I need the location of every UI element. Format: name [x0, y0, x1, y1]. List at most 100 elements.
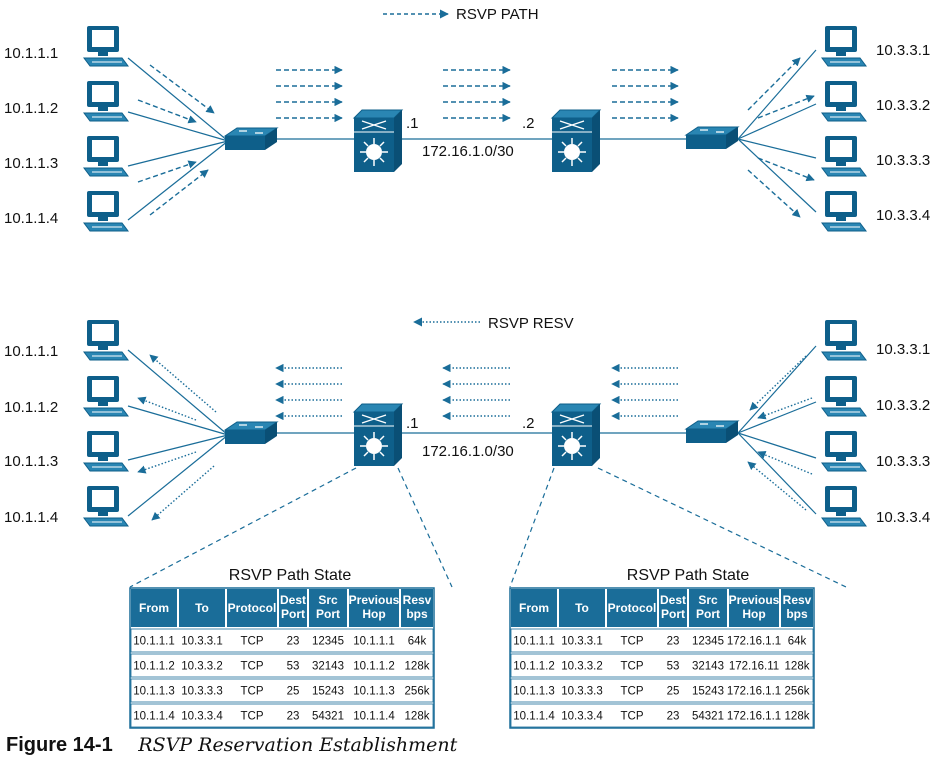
computer-icon	[821, 375, 867, 417]
table-cell: 32143	[312, 661, 344, 673]
computer-icon	[821, 25, 867, 67]
table-cell: 10.3.3.4	[181, 711, 223, 723]
table-cell: 172.16.1.1	[727, 636, 781, 648]
table-title: RSVP Path State	[229, 567, 352, 584]
link-network: 172.16.1.0/30	[422, 443, 514, 460]
table-cell: 54321	[312, 711, 344, 723]
workgroup-switch-icon	[685, 126, 739, 150]
table-cell: 10.3.3.2	[561, 661, 603, 673]
callout-lines	[129, 467, 847, 588]
table-cell: 128k	[785, 661, 810, 673]
table-cell: 25	[667, 686, 680, 698]
table-cell: 172.16.1.1	[727, 711, 781, 723]
table-header-cell	[227, 589, 277, 627]
table-header-label: Src	[698, 593, 718, 607]
table-cell: TCP	[241, 686, 264, 698]
table-header-cell	[729, 589, 779, 627]
table-cell: 256k	[405, 686, 430, 698]
computer-icon	[83, 25, 129, 67]
computer-icon	[83, 430, 129, 472]
table-row	[130, 628, 434, 653]
table-header-cell	[781, 589, 813, 627]
table-header-cell	[559, 589, 605, 627]
right-host-ip: 10.3.3.2	[876, 397, 930, 414]
table-cell: 10.1.1.3	[513, 686, 555, 698]
table-header-label: Protocol	[608, 601, 657, 615]
multilayer-switch-icon	[353, 403, 403, 467]
table-cell: TCP	[621, 686, 644, 698]
right-host-ip: 10.3.3.4	[876, 207, 930, 224]
table-header-label: Port	[316, 607, 340, 621]
table-header-label: Resv	[783, 593, 812, 607]
resv-legend-label: RSVP RESV	[488, 315, 574, 332]
right-host-ip: 10.3.3.1	[876, 42, 930, 59]
table-cell: 15243	[312, 686, 344, 698]
right-host-ip: 10.3.3.4	[876, 509, 930, 526]
table-cell: 172.16.11	[729, 661, 779, 673]
computer-icon	[83, 319, 129, 361]
table-header-label: To	[575, 601, 589, 615]
figure-number: Figure 14-1	[6, 734, 113, 756]
right-host-ip: 10.3.3.2	[876, 97, 930, 114]
table-header-label: Port	[661, 607, 685, 621]
workgroup-switch-icon	[685, 420, 739, 444]
table-cell: TCP	[241, 661, 264, 673]
computer-icon	[83, 135, 129, 177]
table-row	[130, 678, 434, 703]
table-cell: 64k	[788, 636, 807, 648]
table-header-cell	[179, 589, 225, 627]
table-cell: 10.3.3.3	[561, 686, 603, 698]
table-cell: 10.1.1.3	[133, 686, 175, 698]
table-header-label: Port	[696, 607, 720, 621]
computer-icon	[821, 319, 867, 361]
table-header-label: bps	[406, 607, 428, 621]
table-cell: 10.1.1.4	[513, 711, 555, 723]
computer-icon	[821, 80, 867, 122]
bottom-section: RSVP RESV	[4, 315, 930, 729]
table-cell: 10.3.3.3	[181, 686, 223, 698]
table-cell: 10.1.1.2	[133, 661, 175, 673]
router-left-interface: .1	[406, 415, 419, 432]
table-cell: TCP	[621, 636, 644, 648]
computer-icon	[83, 375, 129, 417]
table-title: RSVP Path State	[627, 567, 750, 584]
table-header-label: Dest	[660, 593, 686, 607]
table-cell: 15243	[692, 686, 724, 698]
table-cell: 10.1.1.1	[133, 636, 175, 648]
table-cell: 12345	[692, 636, 724, 648]
right-host-ip: 10.3.3.1	[876, 341, 930, 358]
path-legend-label: RSVP PATH	[456, 6, 539, 23]
table-cell: 64k	[408, 636, 427, 648]
table-cell: 256k	[785, 686, 810, 698]
computer-icon	[83, 485, 129, 527]
table-header-label: Port	[281, 607, 305, 621]
table-header-label: Previous	[349, 593, 400, 607]
table-header-label: Dest	[280, 593, 306, 607]
table-cell: 128k	[405, 711, 430, 723]
table-cell: 53	[287, 661, 300, 673]
table-cell: 32143	[692, 661, 724, 673]
table-cell: TCP	[241, 636, 264, 648]
link-network: 172.16.1.0/30	[422, 143, 514, 160]
table-header-cell	[607, 589, 657, 627]
table-header-label: Resv	[403, 593, 432, 607]
table-header-cell	[511, 589, 557, 627]
router-right-interface: .2	[522, 415, 535, 432]
computer-icon	[83, 190, 129, 232]
table-cell: 10.1.1.2	[353, 661, 395, 673]
bottom-links	[127, 345, 817, 517]
table-header-label: Previous	[729, 593, 780, 607]
router-right-interface: .2	[522, 115, 535, 132]
router-left-interface: .1	[406, 115, 419, 132]
table-header-label: Hop	[742, 607, 765, 621]
table-cell: TCP	[621, 711, 644, 723]
computer-icon	[821, 485, 867, 527]
table-row	[510, 653, 814, 678]
table-row	[510, 678, 814, 703]
table-header-cell	[401, 589, 433, 627]
figure-caption: Figure 14-1 RSVP Reservation Establishme…	[6, 734, 457, 757]
table-cell: 128k	[405, 661, 430, 673]
table-header-label: bps	[786, 607, 808, 621]
left-host-ip: 10.1.1.1	[4, 343, 58, 360]
